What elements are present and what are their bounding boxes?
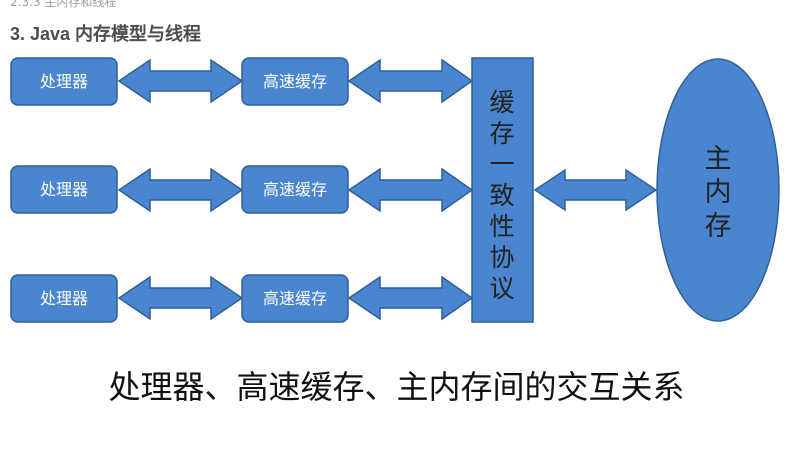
coherence-char-1: 缓 <box>489 88 514 117</box>
bidirectional-arrow-cache-coherence-1 <box>347 58 474 104</box>
processor-label-3: 处理器 <box>40 289 88 308</box>
cache-box-2 <box>241 165 349 214</box>
cache-label-3: 高速缓存 <box>263 289 327 308</box>
section-title: 3. Java 内存模型与线程 <box>10 24 202 44</box>
processor-box-1 <box>10 57 118 106</box>
coherence-char-6: 协 <box>489 243 514 272</box>
processor-box-3 <box>10 274 118 323</box>
bidirectional-arrow-cache-coherence-3 <box>347 275 474 321</box>
cache-coherence-protocol-box <box>471 57 534 323</box>
main-memory-ellipse <box>656 58 780 322</box>
memory-char-2: 内 <box>705 177 732 208</box>
memory-char-3: 存 <box>705 211 732 242</box>
processor-box-2 <box>10 165 118 214</box>
coherence-char-5: 性 <box>489 212 514 241</box>
bidirectional-arrow-coherence-memory <box>533 168 658 212</box>
cache-box-1 <box>241 57 349 106</box>
processor-label-2: 处理器 <box>40 180 88 199</box>
bidirectional-arrow-processor-cache-1 <box>117 58 244 104</box>
coherence-char-4: 致 <box>489 181 514 210</box>
coherence-char-7: 议 <box>489 274 514 303</box>
processor-label-1: 处理器 <box>40 72 88 91</box>
coherence-char-3: 一 <box>489 150 514 179</box>
memory-char-1: 主 <box>705 144 732 175</box>
breadcrumb: 2.3.3 主内存和线程 <box>10 0 117 9</box>
diagram-caption: 处理器、高速缓存、主内存间的交互关系 <box>108 368 685 406</box>
bidirectional-arrow-processor-cache-2 <box>117 167 244 213</box>
cache-label-1: 高速缓存 <box>263 72 327 91</box>
coherence-char-2: 存 <box>489 119 514 148</box>
cache-box-3 <box>241 274 349 323</box>
bidirectional-arrow-cache-coherence-2 <box>347 167 474 213</box>
bidirectional-arrow-processor-cache-3 <box>117 275 244 321</box>
cache-label-2: 高速缓存 <box>263 180 327 199</box>
